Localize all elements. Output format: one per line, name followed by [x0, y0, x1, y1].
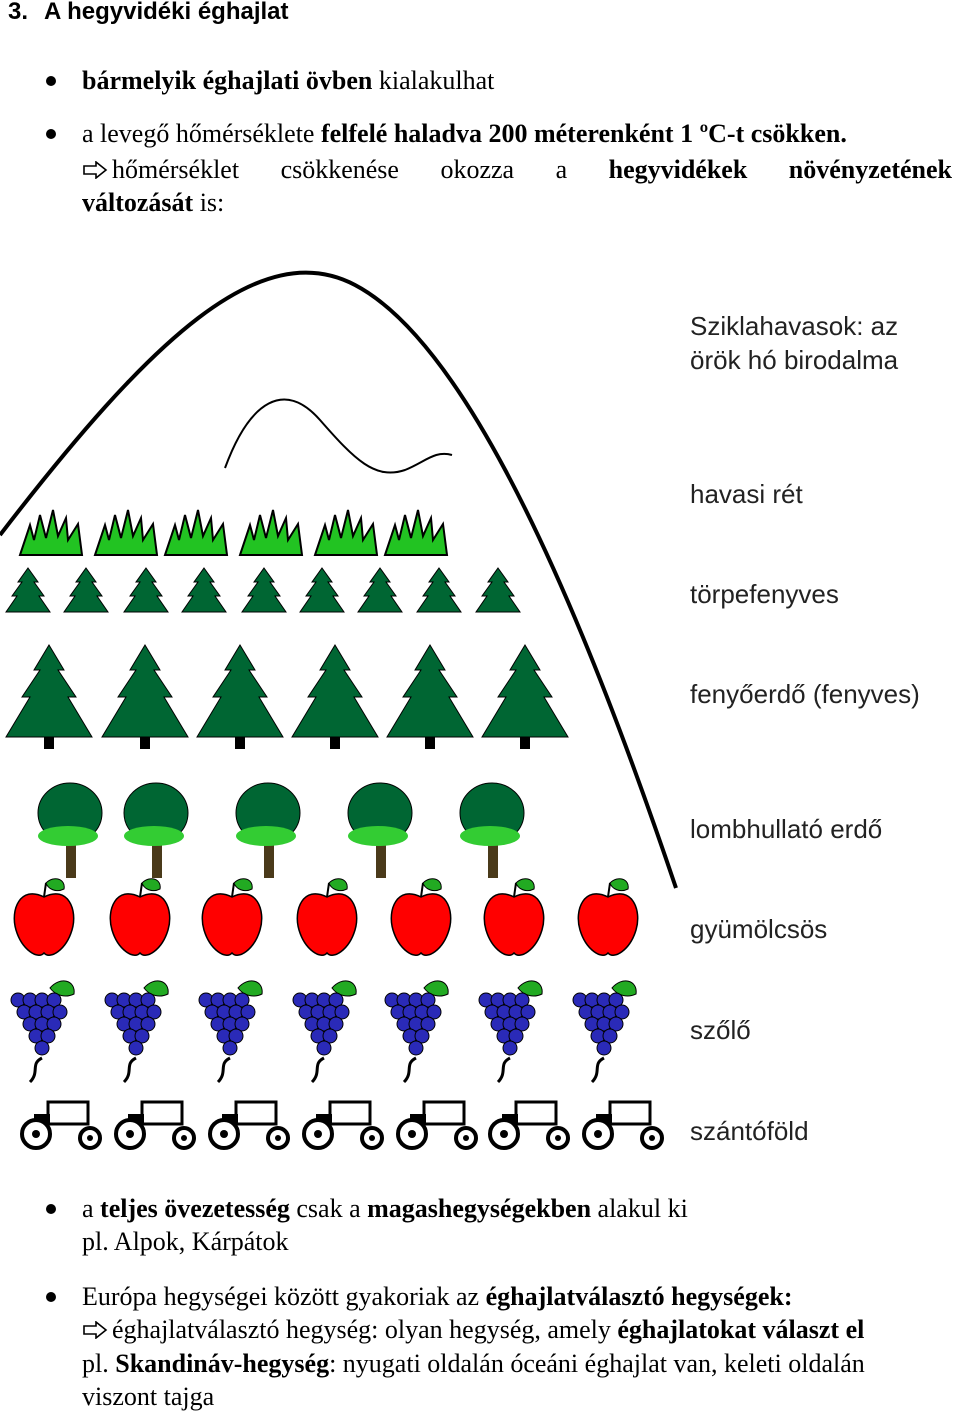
- small-conifer-icon: [476, 568, 520, 612]
- small-conifer-icon: [64, 568, 108, 612]
- tractor-icon: [210, 1102, 288, 1148]
- tractor-icon: [398, 1102, 476, 1148]
- small-conifer-icon: [300, 568, 344, 612]
- bullet-dot: [46, 1204, 56, 1214]
- conifer-icon: [102, 645, 188, 749]
- grape-icon: [105, 981, 168, 1082]
- zone-label-orchard: gyümölcsös: [690, 912, 827, 946]
- tractor-icon: [116, 1102, 194, 1148]
- grass-icon: [95, 510, 157, 555]
- grape-icon: [479, 981, 542, 1082]
- conifer-icon: [482, 645, 568, 749]
- apple-icon: [297, 879, 356, 955]
- zone-label-vineyard: szőlő: [690, 1013, 751, 1047]
- tractor-icon: [304, 1102, 382, 1148]
- arrow-line-climate-divide: éghajlatválasztó hegység: olyan hegység,…: [82, 1313, 864, 1347]
- deciduous-tree-icon: [348, 783, 412, 878]
- zone-label-snow-2: örök hó birodalma: [690, 343, 898, 377]
- deciduous-tree-icon: [38, 783, 102, 878]
- small-conifer-icon: [242, 568, 286, 612]
- deciduous-tree-icon: [124, 783, 188, 878]
- tractor-icon: [22, 1102, 100, 1148]
- apple-icon: [484, 879, 543, 955]
- climate-divide-example: pl. Skandináv-hegység: nyugati oldalán ó…: [82, 1347, 865, 1381]
- zone-label-arable-land: szántóföld: [690, 1114, 809, 1148]
- small-conifer-icon: [182, 568, 226, 612]
- grass-icon: [20, 510, 82, 555]
- deciduous-tree-icon: [460, 783, 524, 878]
- bullet-dot: [46, 1292, 56, 1302]
- small-conifer-icon: [358, 568, 402, 612]
- grape-icon: [199, 981, 262, 1082]
- deciduous-tree-icon: [236, 783, 300, 878]
- zone-label-snow: Sziklahavasok: az: [690, 309, 898, 343]
- apple-icon: [578, 879, 637, 955]
- zone-label-dwarf-pine: törpefenyves: [690, 577, 839, 611]
- small-conifer-icon: [6, 568, 50, 612]
- small-conifer-icon: [124, 568, 168, 612]
- apple-icon: [14, 879, 73, 955]
- tractor-icon: [490, 1102, 568, 1148]
- tractor-icon: [584, 1102, 662, 1148]
- conifer-icon: [292, 645, 378, 749]
- zone-label-deciduous-forest: lombhullató erdő: [690, 812, 882, 846]
- mountain-outline: [0, 273, 676, 888]
- zone-label-conifer-forest: fenyőerdő (fenyves): [690, 677, 920, 711]
- apple-icon: [391, 879, 450, 955]
- conifer-icon: [387, 645, 473, 749]
- grass-icon: [165, 510, 227, 555]
- conifer-icon: [6, 645, 92, 749]
- apple-icon: [110, 879, 169, 955]
- climate-divide-example-cont: viszont tajga: [82, 1380, 214, 1414]
- snow-line: [225, 400, 452, 473]
- grape-icon: [11, 981, 74, 1082]
- apple-icon: [202, 879, 261, 955]
- bullet-zonation: a teljes övezetesség csak a magashegység…: [82, 1192, 688, 1226]
- zone-label-alpine-meadow: havasi rét: [690, 477, 803, 511]
- bullet-climate-divide: Európa hegységei között gyakoriak az égh…: [82, 1280, 792, 1314]
- grape-icon: [293, 981, 356, 1082]
- bullet-zonation-example: pl. Alpok, Kárpátok: [82, 1225, 289, 1259]
- grass-icon: [240, 510, 302, 555]
- hollow-arrow-icon: [82, 1321, 108, 1339]
- grass-icon: [385, 510, 447, 555]
- small-conifer-icon: [417, 568, 461, 612]
- conifer-icon: [197, 645, 283, 749]
- grape-icon: [385, 981, 448, 1082]
- grape-icon: [573, 981, 636, 1082]
- grass-icon: [315, 510, 377, 555]
